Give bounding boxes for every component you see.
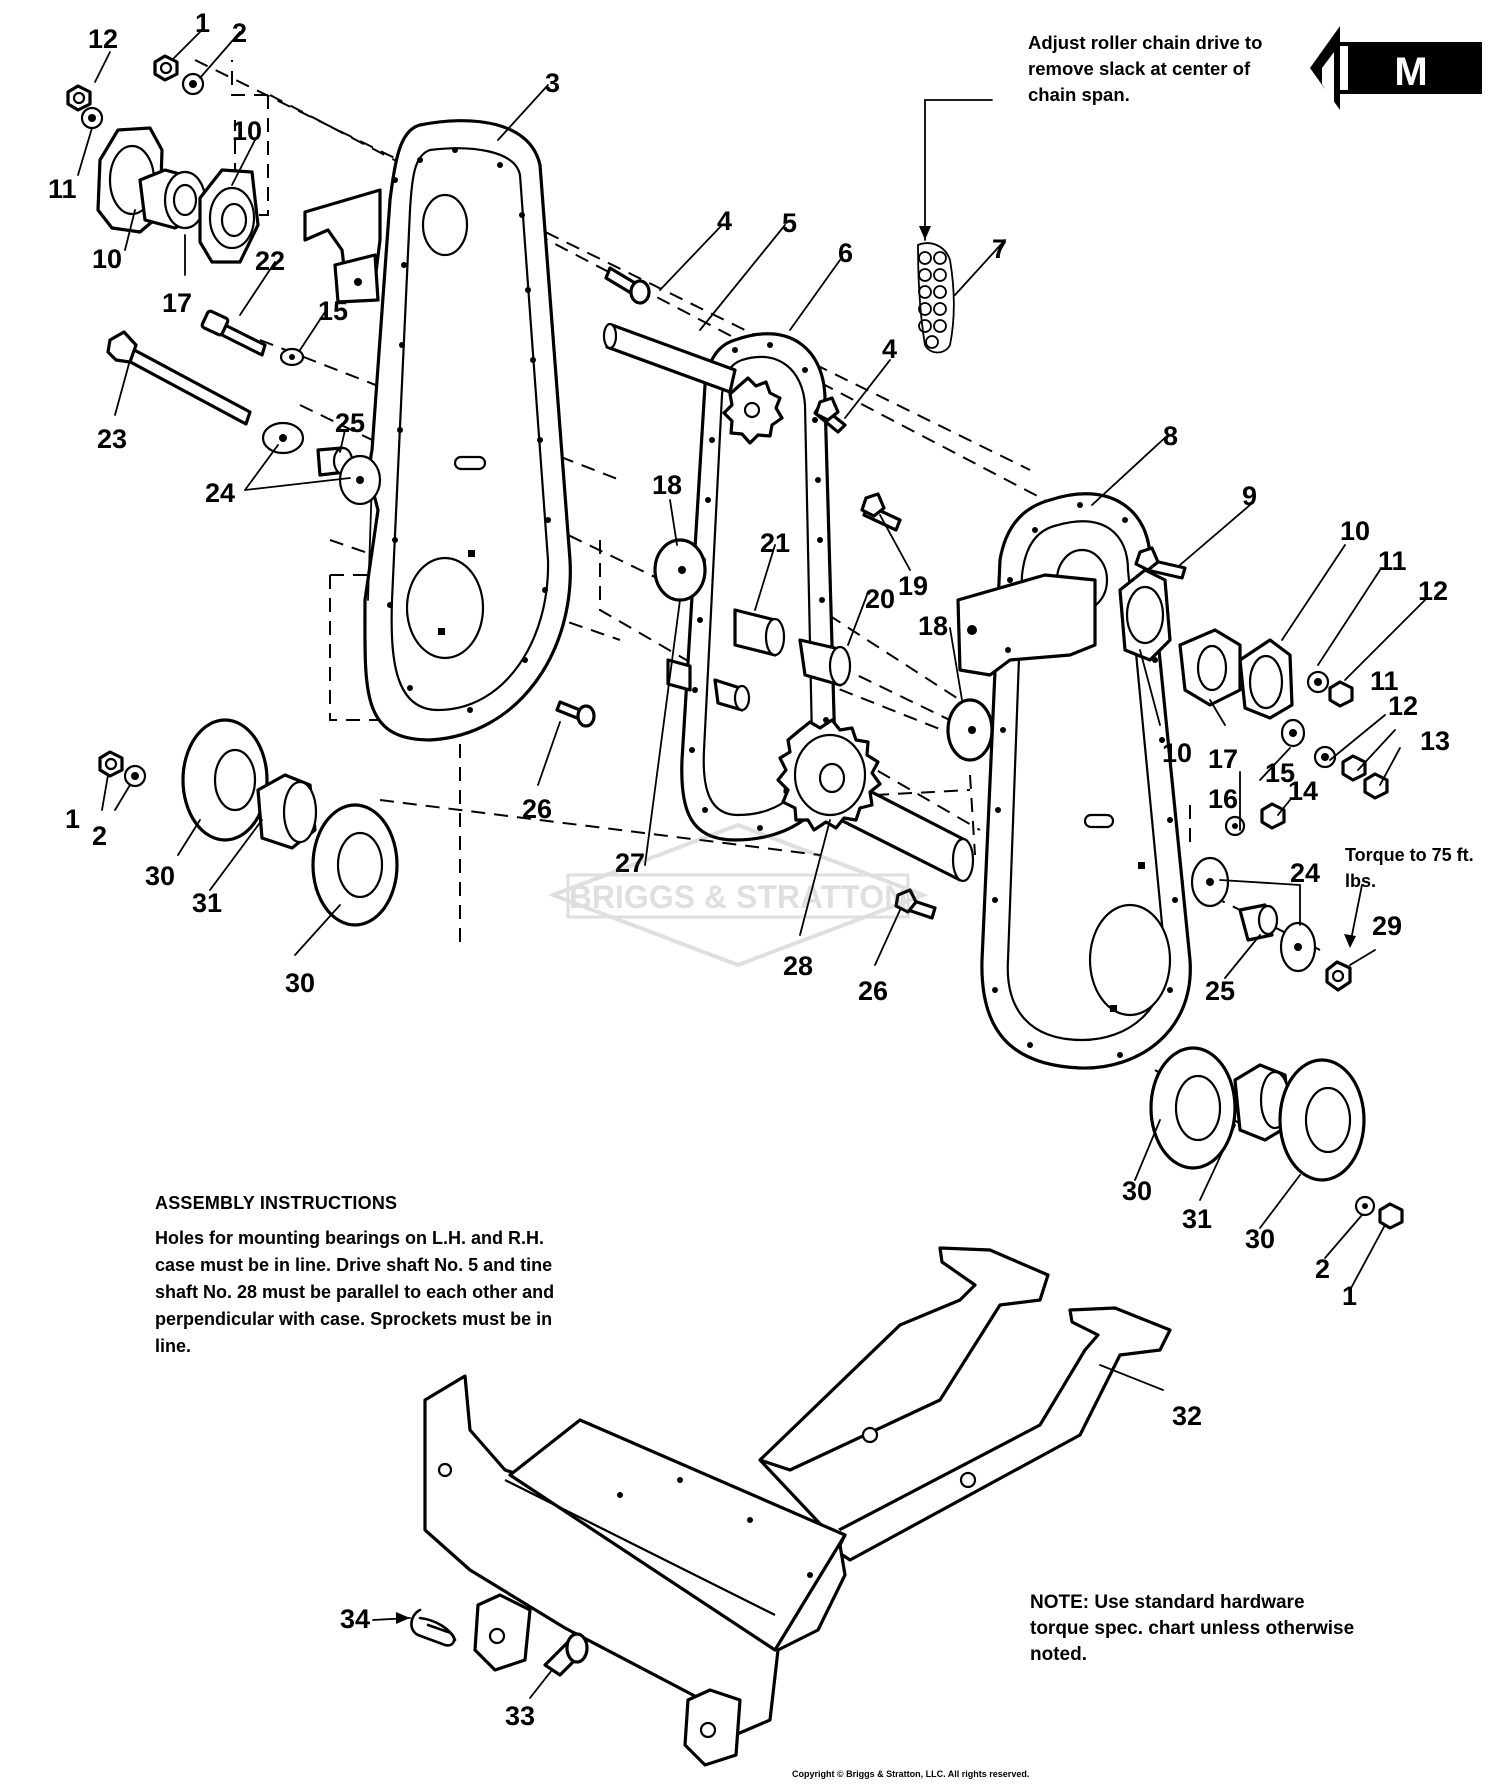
center-hardware bbox=[555, 266, 994, 920]
callout-33: 33 bbox=[505, 1701, 535, 1731]
callout-34: 34 bbox=[340, 1604, 370, 1634]
callout-10: 10 bbox=[232, 116, 262, 146]
callout-26: 26 bbox=[522, 794, 552, 824]
callout-30: 30 bbox=[285, 968, 315, 998]
lower-right-bearing-group bbox=[1149, 1046, 1404, 1230]
section-letter: M bbox=[1394, 50, 1427, 94]
watermark-text: BRIGGS & STRATTON bbox=[569, 879, 907, 915]
callout-30: 30 bbox=[1245, 1224, 1275, 1254]
callout-7: 7 bbox=[992, 234, 1007, 264]
callout-11: 11 bbox=[1370, 666, 1399, 696]
callout-21: 21 bbox=[760, 528, 790, 558]
lower-right-hardware bbox=[1190, 856, 1352, 992]
watermark-logo: BRIGGS & STRATTON bbox=[548, 822, 928, 968]
callout-10: 10 bbox=[1162, 738, 1192, 768]
callout-numbers: 12 1 2 3 11 10 10 17 22 15 23 25 24 4 5 … bbox=[48, 8, 1450, 1731]
callout-2: 2 bbox=[92, 821, 107, 851]
callout-22: 22 bbox=[255, 246, 285, 276]
callout-15: 15 bbox=[318, 296, 348, 326]
callout-3: 3 bbox=[545, 68, 560, 98]
chain-adjust-note: Adjust roller chain drive to remove slac… bbox=[1028, 32, 1263, 105]
callout-17: 17 bbox=[162, 288, 192, 318]
left-hardware bbox=[106, 309, 382, 506]
callout-30: 30 bbox=[1122, 1176, 1152, 1206]
callout-4: 4 bbox=[717, 206, 732, 236]
callout-12: 12 bbox=[1418, 576, 1448, 606]
callout-18: 18 bbox=[918, 611, 948, 641]
callout-8: 8 bbox=[1163, 421, 1178, 451]
callout-25: 25 bbox=[335, 408, 365, 438]
lower-left-bearing-group bbox=[98, 718, 399, 927]
callout-31: 31 bbox=[1182, 1204, 1212, 1234]
callout-15: 15 bbox=[1265, 758, 1295, 788]
callout-19: 19 bbox=[898, 571, 928, 601]
callout-11: 11 bbox=[1378, 546, 1407, 576]
section-badge: M bbox=[1310, 26, 1482, 110]
callout-12: 12 bbox=[1388, 691, 1418, 721]
callout-2: 2 bbox=[1315, 1254, 1330, 1284]
callout-2: 2 bbox=[232, 18, 247, 48]
center-chain bbox=[666, 332, 852, 842]
callout-29: 29 bbox=[1372, 911, 1402, 941]
callout-6: 6 bbox=[838, 238, 853, 268]
tine-shaft-sprocket bbox=[776, 718, 975, 883]
callout-28: 28 bbox=[783, 951, 813, 981]
callout-11: 11 bbox=[48, 174, 77, 204]
leader-lines bbox=[77, 31, 1426, 1699]
callout-27: 27 bbox=[615, 848, 645, 878]
callout-17: 17 bbox=[1208, 744, 1238, 774]
upper-left-bearing-group bbox=[66, 54, 260, 264]
callout-18: 18 bbox=[652, 470, 682, 500]
assembly-title: ASSEMBLY INSTRUCTIONS bbox=[155, 1193, 398, 1213]
callout-16: 16 bbox=[1208, 784, 1238, 814]
callout-14: 14 bbox=[1288, 776, 1318, 806]
callout-31: 31 bbox=[192, 888, 222, 918]
callout-24: 24 bbox=[205, 478, 235, 508]
left-chain-case bbox=[303, 119, 572, 742]
hardware-note: NOTE: Use standard hardware torque spec.… bbox=[1030, 1592, 1355, 1665]
hitch-pin-and-clip bbox=[410, 1608, 589, 1677]
callout-26: 26 bbox=[858, 976, 888, 1006]
callout-12: 12 bbox=[88, 24, 118, 54]
callout-10: 10 bbox=[92, 244, 122, 274]
callout-1: 1 bbox=[1342, 1281, 1357, 1311]
callout-1: 1 bbox=[65, 804, 80, 834]
torque-note: Torque to 75 ft. lbs. bbox=[1345, 845, 1474, 891]
callout-23: 23 bbox=[97, 424, 127, 454]
assembly-instructions: ASSEMBLY INSTRUCTIONS Holes for mounting… bbox=[155, 1190, 555, 1360]
callout-32: 32 bbox=[1172, 1401, 1202, 1431]
callout-30: 30 bbox=[145, 861, 175, 891]
assembly-body: Holes for mounting bearings on L.H. and … bbox=[155, 1228, 555, 1356]
leader-arrowheads bbox=[396, 226, 1356, 1624]
copyright: Copyright © Briggs & Stratton, LLC. All … bbox=[792, 1769, 1030, 1779]
callout-20: 20 bbox=[865, 584, 895, 614]
callout-13: 13 bbox=[1420, 726, 1450, 756]
callout-25: 25 bbox=[1205, 976, 1235, 1006]
callout-10: 10 bbox=[1340, 516, 1370, 546]
callout-9: 9 bbox=[1242, 481, 1257, 511]
drive-shaft bbox=[602, 322, 737, 394]
roller-chain bbox=[917, 242, 955, 354]
right-bearing-group bbox=[1118, 546, 1389, 837]
callout-24: 24 bbox=[1290, 858, 1320, 888]
callout-5: 5 bbox=[782, 208, 797, 238]
callout-1: 1 bbox=[195, 8, 210, 38]
callout-4: 4 bbox=[882, 334, 897, 364]
hitch-frame bbox=[423, 1246, 1172, 1767]
